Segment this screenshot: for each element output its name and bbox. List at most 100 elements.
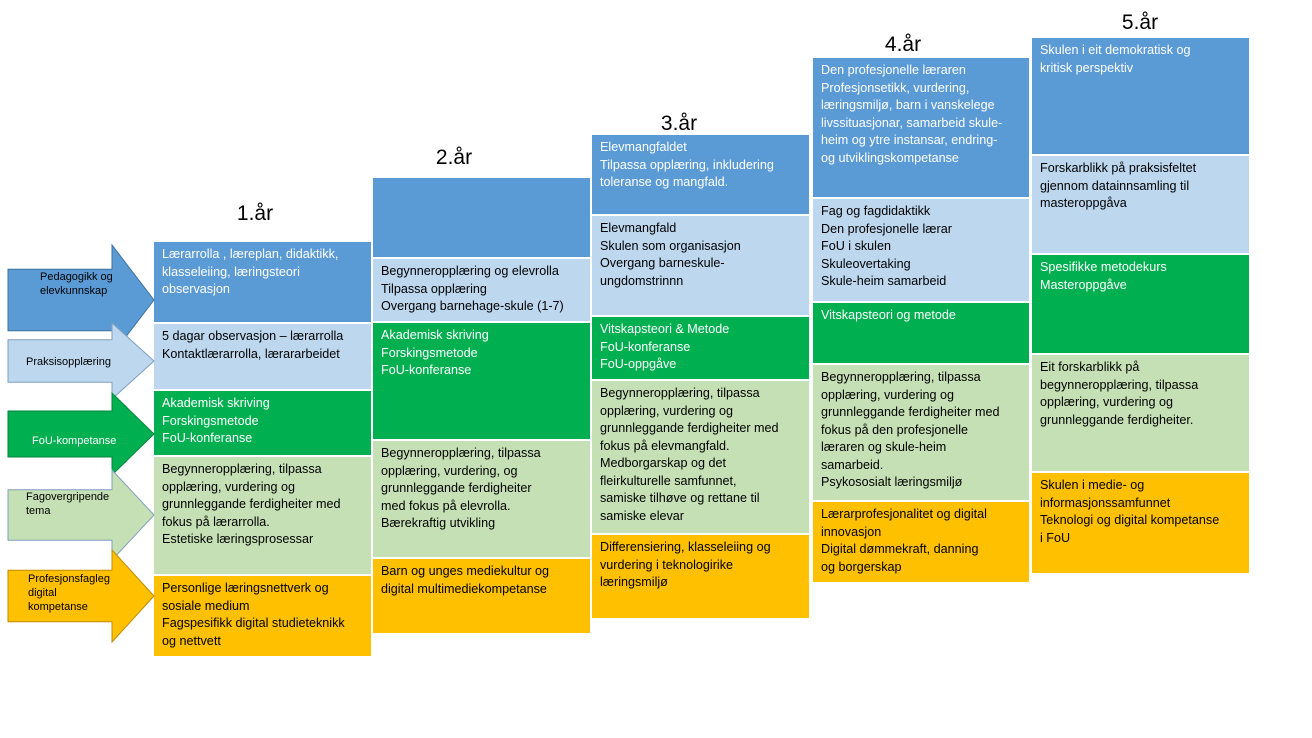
cell-text-line: Tilpassa opplæring, inkludering xyxy=(600,157,774,172)
cell-text-line: Spesifikke metodekurs xyxy=(1040,260,1167,274)
cell-text-line: observasjon xyxy=(162,282,230,296)
cell-text-line: Skulen i eit demokratisk og xyxy=(1040,43,1191,57)
year-heading-4: 4.år xyxy=(884,33,922,56)
cell-text-line: i FoU xyxy=(1040,530,1071,545)
arrow-path xyxy=(7,391,155,477)
cell-text-line: Fag og fagdidaktikk xyxy=(821,204,931,218)
cell-text-line: Forskarblikk på praksisfeltet xyxy=(1040,161,1197,175)
cell-text-line: Den profesjonelle læraren xyxy=(821,63,966,77)
cell-text-line: Overgang barnehage-skule (1-7) xyxy=(381,299,564,313)
cell-text-line: Barn og unges mediekultur og xyxy=(381,564,550,578)
cell-text-line: og nettvett xyxy=(162,633,221,648)
year-heading-5: 5.år xyxy=(1121,11,1159,34)
cell-text-line: Overgang barneskule- xyxy=(600,256,725,270)
cell-text-line: informasjonssamfunnet xyxy=(1040,495,1171,510)
cell-text-line: innovasjon xyxy=(821,524,882,539)
cell-text-line: samiske elevar xyxy=(600,508,684,523)
arrow-path xyxy=(7,468,155,562)
cell-text-line: masteroppgåva xyxy=(1040,196,1127,210)
arrow-label-line: FoU-kompetanse xyxy=(32,435,117,447)
year1-digital-kompetanse-cell: Personlige læringsnettverk og sosiale med… xyxy=(153,575,372,657)
cell-text-line: opplæring, vurdering og xyxy=(1040,395,1174,409)
cell-text-line: Medborgarskap og det xyxy=(600,456,727,470)
fou-arrow: FoU-kompetanse xyxy=(7,391,156,477)
year-heading-2: 2.år xyxy=(435,146,473,169)
cell-text-line: opplæring, vurdering og xyxy=(600,403,734,418)
year1-pedagogikk-cell: Lærarrolla , læreplan, didaktikk, klassel… xyxy=(153,241,372,323)
arrow-label-line: Profesjonsfagleg xyxy=(28,573,110,585)
cell-text-line: begynneropplæring, tilpassa xyxy=(1040,377,1199,392)
year-heading-3: 3.år xyxy=(660,112,698,135)
cell-text-line: Estetiske læringsprosessar xyxy=(162,532,314,546)
cell-text-line: Forskingsmetode xyxy=(381,345,478,360)
year-heading-1: 1.år xyxy=(236,202,274,225)
cell-text-line: FoU-konferanse xyxy=(381,363,472,377)
cell-text-line: læringsmiljø, barn i vanskelege xyxy=(821,98,995,112)
cell-text-line: heim og ytre instansar, endring- xyxy=(821,133,998,147)
cell-text-line: Begynneropplæring, tilpassa xyxy=(162,462,322,476)
cell-text-line: Begynneropplæring og elevrolla xyxy=(381,264,559,278)
cell-text-line: opplæring, vurdering og xyxy=(821,387,955,402)
cell-text-line: opplæring, vurdering og xyxy=(162,479,296,494)
cell-text-line: FoU-konferanse xyxy=(162,431,253,445)
arrow-path xyxy=(7,321,155,401)
cell-text-line: og utviklingskompetanse xyxy=(821,150,959,165)
cell-text-line: Digital dømmekraft, danning xyxy=(821,542,979,556)
cell-text-line: toleranse og mangfald. xyxy=(600,175,729,189)
cell-text-line: Kontaktlærarrolla, lærararbeidet xyxy=(162,346,340,361)
arrow-label: FoU-kompetanse xyxy=(32,434,116,448)
arrow-label-line: kompetanse xyxy=(28,601,88,613)
cell-text-line: fokus på elevmangfald. xyxy=(600,438,730,453)
cell-text-line: opplæring, vurdering, og xyxy=(381,463,518,478)
cell-text-line: Akademisk skriving xyxy=(381,328,489,342)
cell-text-line: Akademisk skriving xyxy=(162,396,270,410)
arrow-label-line: digital xyxy=(28,587,57,599)
cell-text-line: læraren og skule-heim xyxy=(821,440,947,454)
cell-text-line: Psykososialt læringsmiljø xyxy=(821,475,963,489)
cell-text-line: grunnleggande ferdigheiter. xyxy=(1040,412,1194,427)
arrow-shape xyxy=(7,468,155,562)
cell-text-line: Skulen som organisasjon xyxy=(600,238,741,253)
cell-text-line: FoU-oppgåve xyxy=(600,357,677,371)
cell-text-line: 5 dagar observasjon – lærarrolla xyxy=(162,329,344,343)
arrow-label: Praksisopplæring xyxy=(26,355,111,369)
cell-text-line: Den profesjonelle lærar xyxy=(821,221,952,236)
cell-text-line: Begynneropplæring, tilpassa xyxy=(381,446,541,460)
cell-text-line: Fagspesifikk digital studieteknikk xyxy=(162,616,345,630)
cell-text-line: Bærekraftig utvikling xyxy=(381,516,496,530)
cell-text-line: grunnleggande ferdigheiter med xyxy=(600,421,779,435)
cell-text-line: klasseleiing, læringsteori xyxy=(162,264,300,279)
arrow-label-line: elevkunnskap xyxy=(40,285,108,297)
cell-text-line: Skule-heim samarbeid xyxy=(821,274,947,288)
cell-text-line: Lærarrolla , læreplan, didaktikk, xyxy=(162,247,339,261)
cell-text-line: Skuleovertaking xyxy=(821,256,911,271)
cell-text-line: fokus på lærarrolla. xyxy=(162,514,270,529)
cell-text-line: kritisk perspektiv xyxy=(1040,60,1134,75)
year4-fagovergripende-cell: Begynneropplæring, tilpassa opplæring, vu… xyxy=(812,364,1030,501)
cell-text-line: Profesjonsetikk, vurdering, xyxy=(821,80,970,95)
cell-text-line: grunnleggande ferdigheiter xyxy=(381,481,532,495)
cell-text-line: Begynneropplæring, tilpassa xyxy=(821,370,981,384)
arrow-label-line: Pedagogikk og xyxy=(40,271,113,283)
cell-text-line: sosiale medium xyxy=(162,598,250,613)
year2-fagovergripende-cell: Begynneropplæring, tilpassa opplæring, vu… xyxy=(372,440,591,558)
cell-text-line: samarbeid. xyxy=(821,457,884,472)
cell-text-line: FoU i skulen xyxy=(821,239,891,253)
cell-text-line: Personlige læringsnettverk og xyxy=(162,581,329,595)
year5-pedagogikk-cell: Skulen i eit demokratisk og kritisk persp… xyxy=(1031,37,1250,155)
cell-text-line: Lærarprofesjonalitet og digital xyxy=(821,507,987,521)
arrow-shape xyxy=(7,391,155,477)
